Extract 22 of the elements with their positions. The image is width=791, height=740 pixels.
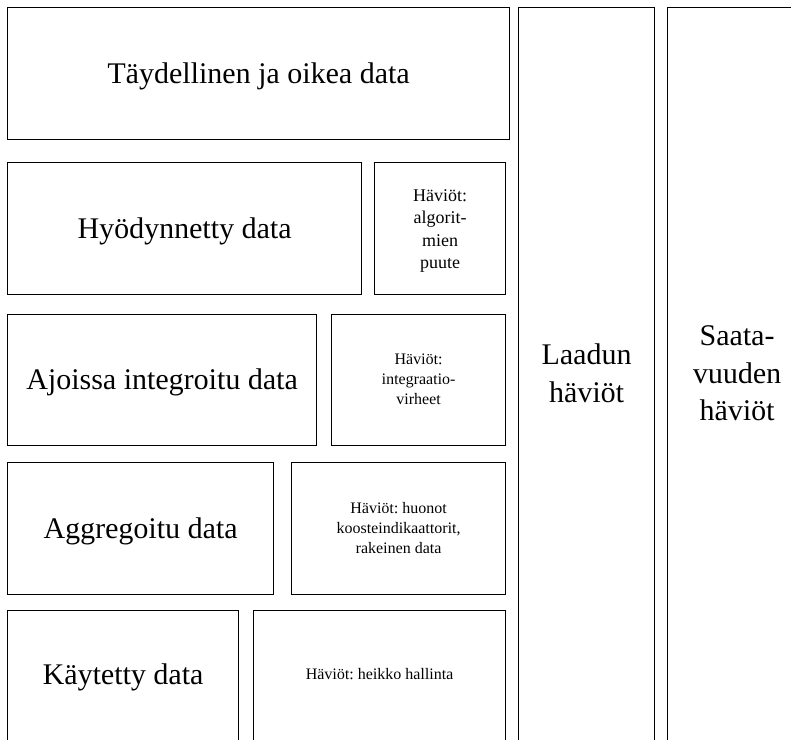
text-box <box>331 314 506 446</box>
text-box <box>291 462 506 595</box>
box-label: Häviöt: algorit- mien puute <box>412 184 468 274</box>
text-box <box>7 314 317 446</box>
text-box <box>7 610 239 740</box>
text-box <box>253 610 506 740</box>
box-label: Hyödynnetty data <box>77 210 292 247</box>
text-box <box>667 7 791 740</box>
box-label: Täydellinen ja oikea data <box>107 56 410 92</box>
box-label: Häviöt: integraatio- virheet <box>380 350 456 410</box>
text-box <box>374 162 506 295</box>
box-label: Käytetty data <box>42 657 204 694</box>
text-box <box>7 7 510 140</box>
text-box <box>7 162 362 295</box>
box-label: Saata- vuuden häviöt <box>692 318 782 430</box>
box-label: Häviöt: huonot koosteindikaattorit, rakeinen data <box>336 498 462 558</box>
box-label: Ajoissa integroitu data <box>26 362 298 398</box>
box-label: Aggregoitu data <box>43 510 238 547</box>
text-box <box>518 7 655 740</box>
box-label: Laadun häviöt <box>540 337 632 410</box>
box-label: Häviöt: heikko hallinta <box>306 665 454 685</box>
text-box <box>7 462 274 595</box>
